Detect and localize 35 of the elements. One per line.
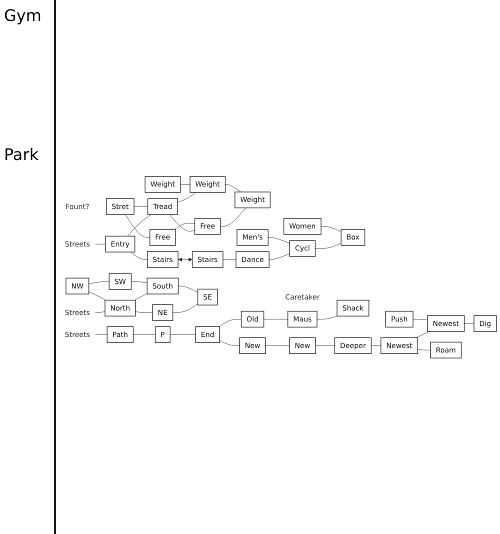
section-label: Gym xyxy=(4,6,42,25)
connector xyxy=(316,315,338,320)
connector xyxy=(135,310,153,312)
connector xyxy=(265,345,290,346)
connector xyxy=(315,242,342,248)
connector xyxy=(370,345,382,346)
connector xyxy=(264,318,288,320)
connector xyxy=(95,310,106,312)
connector xyxy=(268,253,290,260)
connector xyxy=(88,291,106,300)
connector xyxy=(133,334,156,335)
connector xyxy=(218,318,242,327)
connector xyxy=(95,334,108,335)
connector xyxy=(418,348,431,350)
connector xyxy=(170,334,196,335)
connector xyxy=(88,281,110,284)
connector xyxy=(131,281,148,283)
connector xyxy=(225,184,242,192)
connector xyxy=(178,286,198,292)
connector xyxy=(130,252,148,260)
connector xyxy=(464,323,474,324)
connector xyxy=(169,214,196,232)
connector xyxy=(268,236,290,244)
connector xyxy=(320,226,342,232)
connector xyxy=(222,259,236,260)
connector xyxy=(416,331,430,338)
connector xyxy=(174,222,196,230)
connector xyxy=(172,303,198,312)
connector xyxy=(315,345,335,346)
connector xyxy=(219,340,240,346)
connector xyxy=(412,318,428,320)
connector xyxy=(177,192,196,202)
section-label: Park xyxy=(4,145,40,164)
connector xyxy=(220,207,246,226)
connector xyxy=(134,293,148,300)
